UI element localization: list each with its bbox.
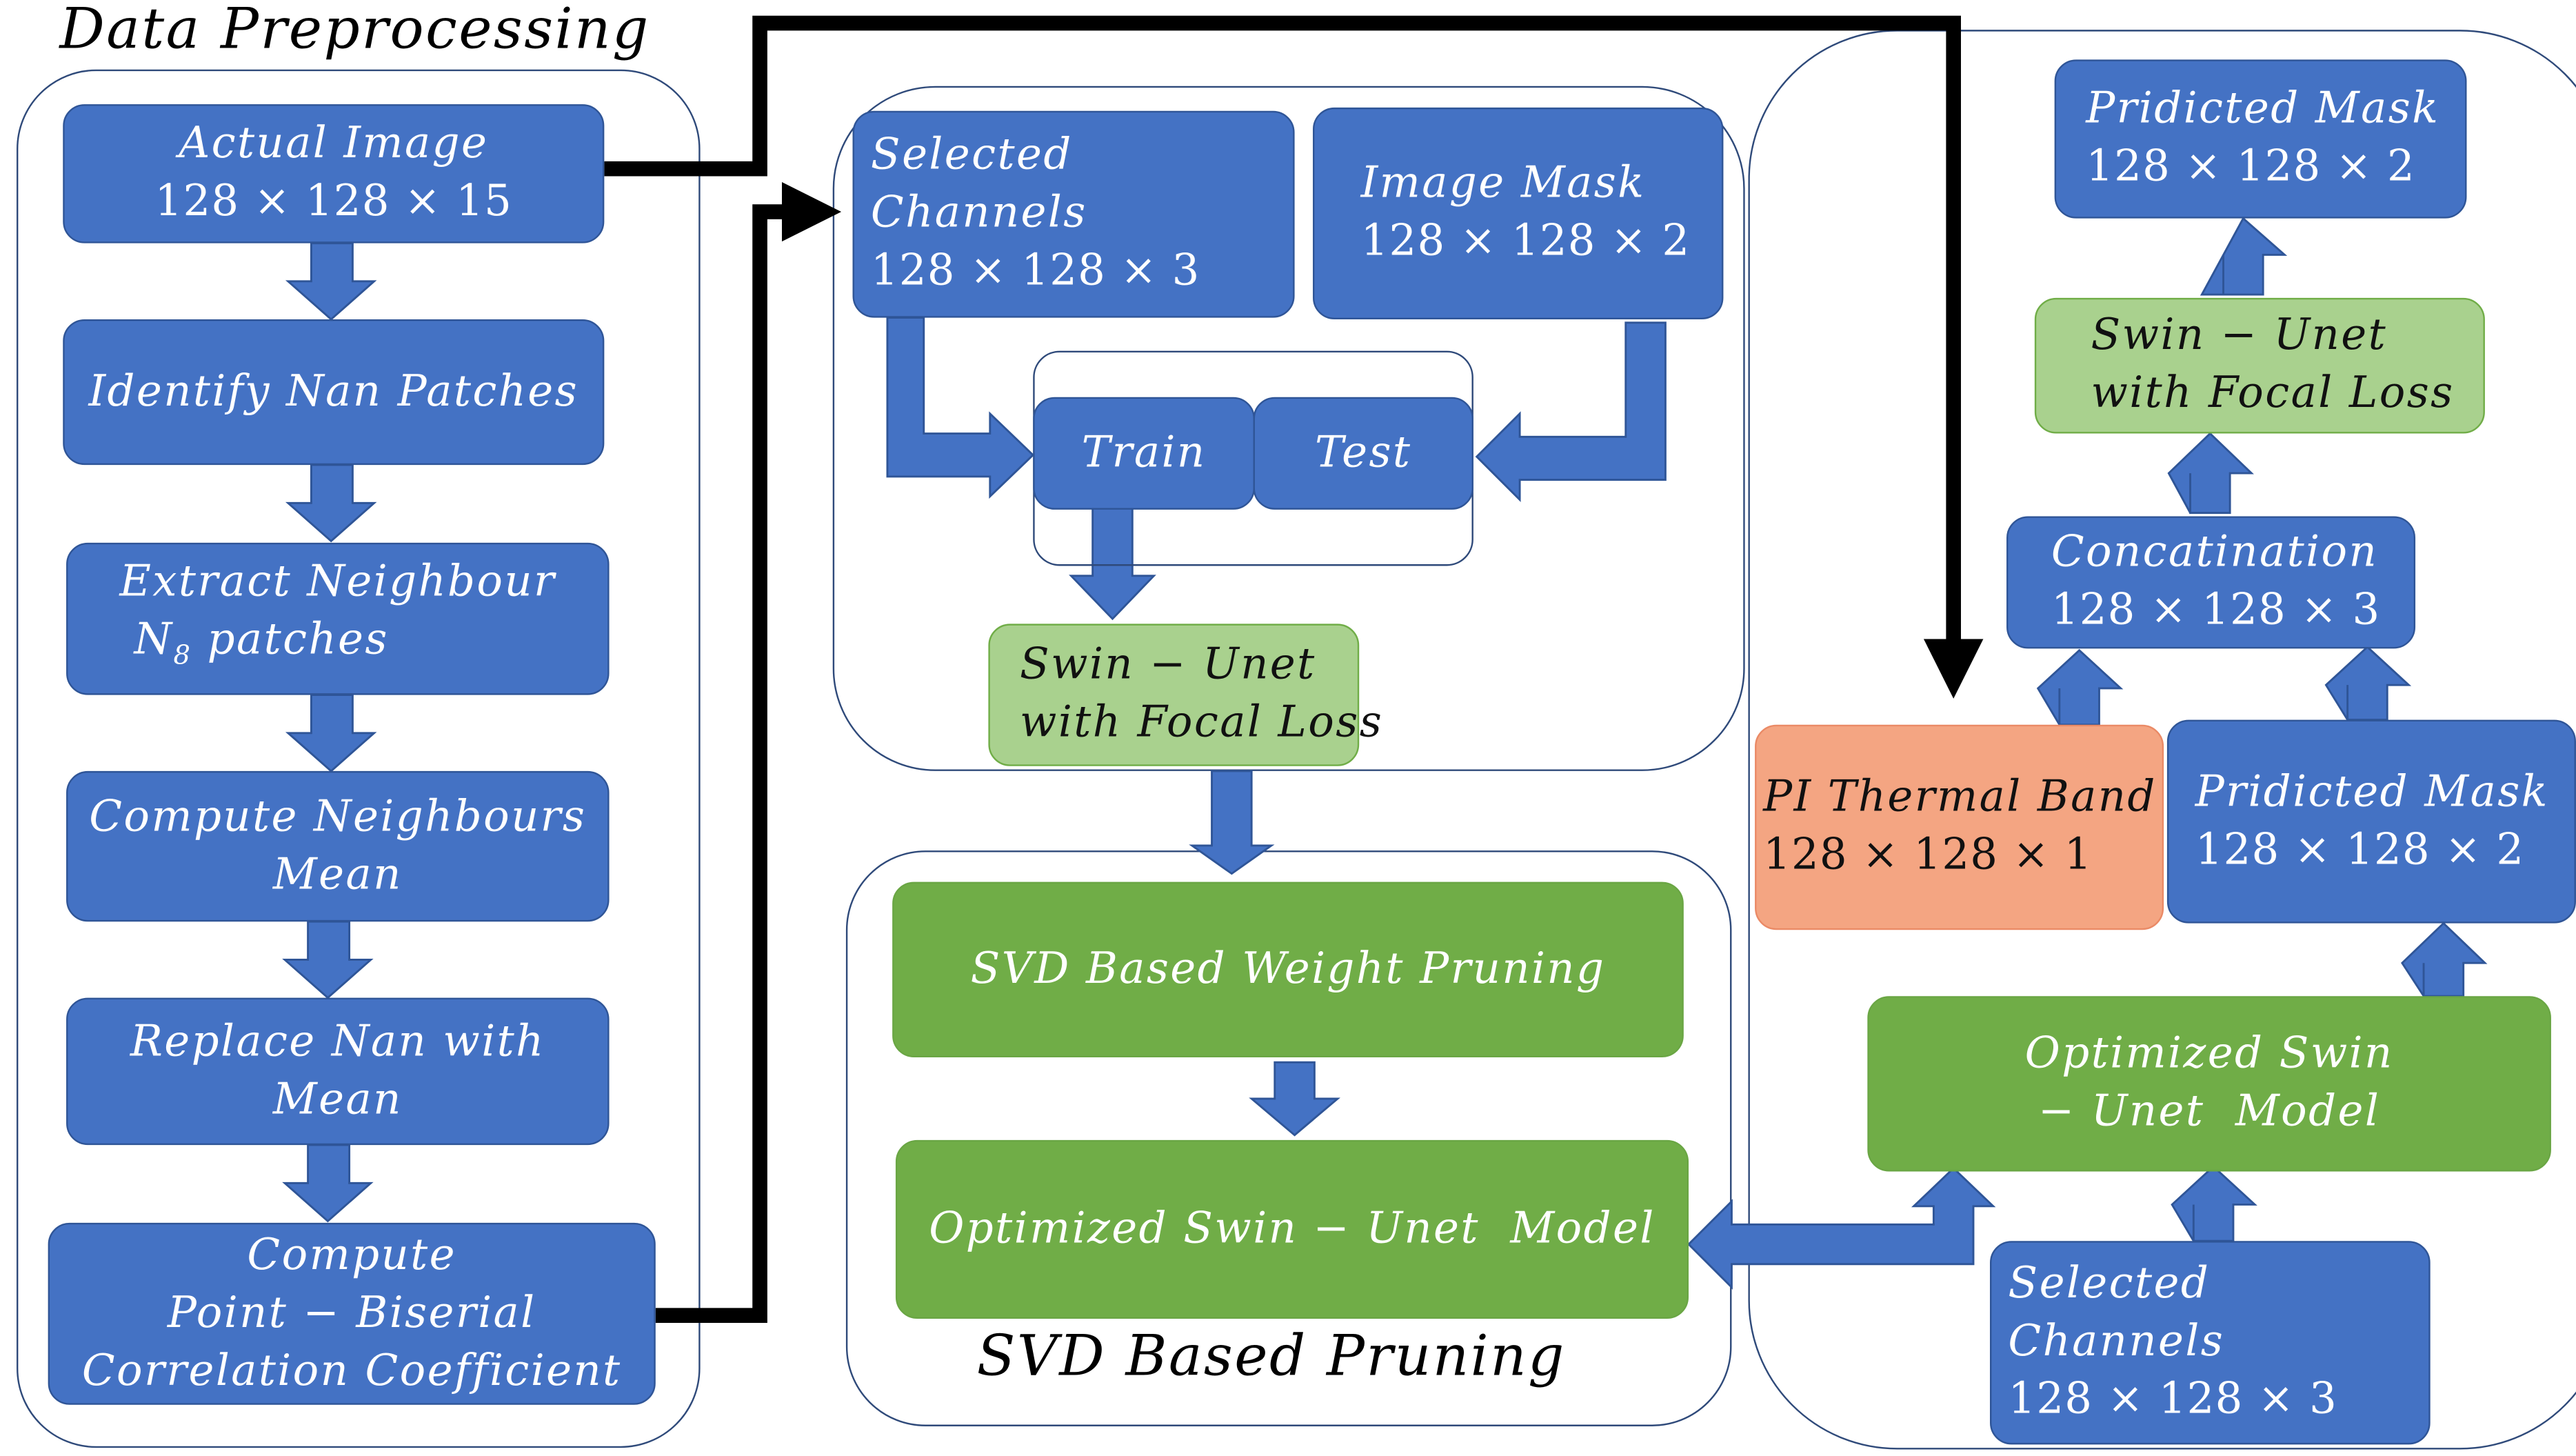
predicted-mask-top-label: Pridicted Mask	[2086, 84, 2440, 134]
predicted-mask-mid-label: Pridicted Mask	[2195, 766, 2549, 817]
preprocessing-title: Data Preprocessing	[59, 0, 650, 63]
selected-channels-infer-box: Selected Channels 128 × 128 × 3	[1990, 1241, 2431, 1445]
point-biserial-box: Compute Point − Biserial Correlation Coe…	[48, 1222, 656, 1405]
black-flow-connectors	[604, 15, 1984, 1324]
replace-nan-label: Replace Nan with Mean	[130, 1017, 545, 1125]
pruning-panel	[845, 850, 1732, 1426]
identify-nan-label: Identify Nan Patches	[88, 366, 579, 417]
swin-unet-train-box: Swin − Unet with Focal Loss	[988, 624, 1384, 766]
compute-mean-line1: Compute Neighbours	[89, 791, 587, 841]
pi-thermal-band-dims: 128 × 128 × 1	[1763, 830, 2093, 881]
predicted-mask-top-dims: 128 × 128 × 2	[2086, 142, 2415, 192]
image-mask-dims: 128 × 128 × 2	[1360, 217, 1691, 267]
pruning-title: SVD Based Pruning	[976, 1324, 1566, 1390]
training-panel	[832, 86, 1745, 771]
optimized-model-pruning-box: Optimized Swin − Unet Model	[895, 1139, 1689, 1319]
predicted-mask-mid-box: Pridicted Mask 128 × 128 × 2	[2166, 719, 2576, 924]
concatenation-box: Concatination 128 × 128 × 3	[2006, 516, 2416, 649]
selected-channels-label: Selected Channels	[870, 130, 1087, 239]
optimized-model-pruning-label: Optimized Swin − Unet Model	[929, 1204, 1656, 1254]
svd-weight-pruning-box: SVD Based Weight Pruning	[892, 881, 1684, 1057]
point-biserial-line1: Compute	[247, 1230, 457, 1280]
preprocessing-block-arrows	[282, 242, 377, 1223]
image-mask-box: Image Mask 128 × 128 × 2	[1312, 107, 1724, 320]
swin-unet-train-line1: Swin − Unet	[1020, 640, 1316, 690]
predicted-mask-top-box: Pridicted Mask 128 × 128 × 2	[2054, 59, 2467, 219]
inference-block-arrows	[1687, 217, 2488, 1290]
compute-mean-line2: Mean	[272, 849, 403, 899]
inference-panel	[1748, 30, 2576, 1450]
actual-image-label: Actual Image	[179, 119, 489, 169]
point-biserial-line3: Correlation Coefficient	[81, 1346, 622, 1396]
selected-channels-infer-dims: 128 × 128 × 3	[2008, 1375, 2338, 1425]
image-mask-label: Image Mask	[1360, 159, 1646, 209]
swin-unet-train-line2: with Focal Loss	[1020, 698, 1384, 748]
optimized-model-infer-box: Optimized Swin − Unet Model	[1867, 996, 2551, 1172]
replace-nan-box: Replace Nan with Mean	[66, 997, 610, 1146]
test-label: Test	[1314, 428, 1412, 478]
swin-unet-infer-line2: with Focal Loss	[2091, 368, 2455, 419]
extract-neighbour-box: Extract Neighbour N8 patches	[66, 542, 610, 695]
concatenation-label: Concatination	[2051, 528, 2379, 578]
actual-image-dims: 128 × 128 × 15	[154, 177, 513, 227]
selected-channels-box: Selected Channels 128 × 128 × 3	[852, 110, 1295, 318]
compute-mean-box: Compute Neighbours Mean	[66, 770, 610, 922]
concatenation-dims: 128 × 128 × 3	[2051, 586, 2381, 636]
swin-unet-infer-box: Swin − Unet with Focal Loss	[2034, 297, 2485, 434]
svd-weight-pruning-label: SVD Based Weight Pruning	[970, 944, 1606, 994]
selected-channels-infer-label: Selected Channels	[2008, 1259, 2225, 1367]
selected-channels-dims: 128 × 128 × 3	[870, 246, 1200, 297]
training-block-arrows	[886, 317, 1667, 1137]
actual-image-box: Actual Image 128 × 128 × 15	[63, 104, 605, 243]
test-box: Test	[1253, 397, 1473, 510]
extract-neighbour-line2: N8 patches	[134, 615, 389, 670]
pi-thermal-band-label: PI Thermal Band	[1763, 772, 2157, 823]
train-label: Train	[1081, 428, 1207, 478]
optimized-model-infer-line1: Optimized Swin	[2024, 1029, 2394, 1079]
point-biserial-line2: Point − Biserial	[167, 1288, 536, 1338]
pi-thermal-band-box: PI Thermal Band 128 × 128 × 1	[1755, 724, 2164, 930]
train-box: Train	[1033, 397, 1255, 510]
swin-unet-infer-line1: Swin − Unet	[2091, 311, 2388, 361]
optimized-model-infer-line2: − Unet Model	[2037, 1087, 2381, 1137]
extract-neighbour-line1: Extract Neighbour	[119, 557, 556, 608]
preprocessing-panel	[17, 69, 701, 1448]
identify-nan-box: Identify Nan Patches	[63, 319, 605, 466]
predicted-mask-mid-dims: 128 × 128 × 2	[2195, 824, 2525, 875]
